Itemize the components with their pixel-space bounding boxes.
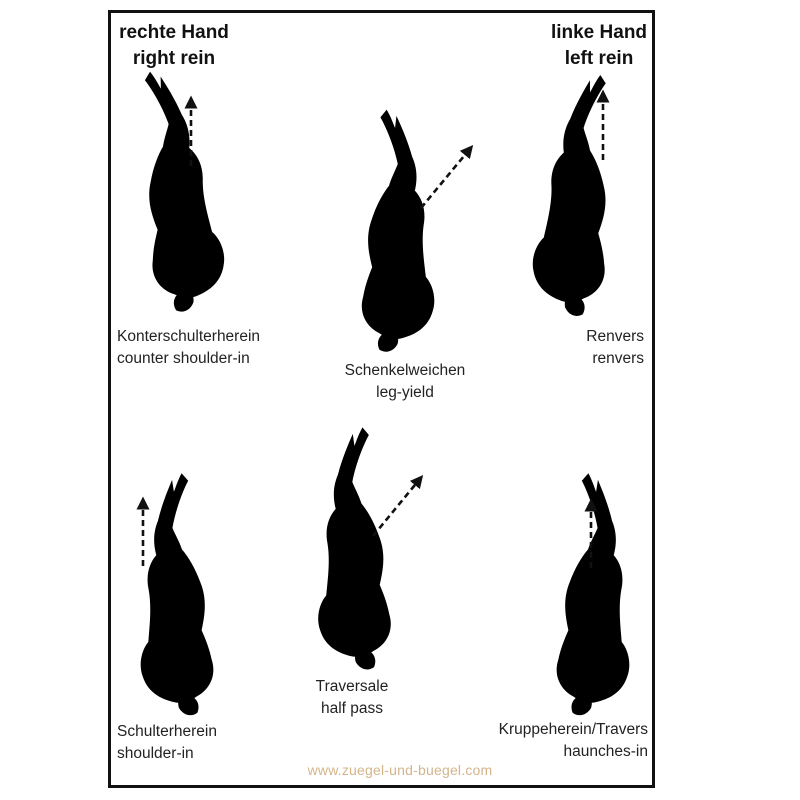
horse-haunches-in: [553, 471, 643, 719]
caption-haunches-in-en: haunches-in: [563, 743, 648, 760]
header-right-rein-en: right rein: [132, 48, 216, 69]
caption-leg-yield-de: Schenkelweichen: [344, 362, 466, 379]
caption-renvers: Renvers renvers: [524, 326, 644, 370]
header-left-rein: linke Hand left rein: [540, 20, 658, 72]
caption-counter-shoulder-in-de: Konterschulterherein: [117, 328, 261, 345]
arrow-leg-yield: [419, 144, 474, 209]
horse-renvers: [529, 71, 619, 318]
horse-counter-shoulder-in: [132, 65, 230, 315]
horse-half-pass: [308, 426, 394, 672]
caption-shoulder-in: Schulterherein shoulder-in: [117, 721, 217, 765]
caption-haunches-in: Kruppeherein/Travers haunches-in: [470, 719, 648, 763]
caption-counter-shoulder-in-en: counter shoulder-in: [117, 350, 250, 367]
watermark: www.zuegel-und-buegel.com: [307, 762, 493, 778]
header-left-rein-en: left rein: [564, 48, 634, 69]
horse-leg-yield: [360, 108, 441, 354]
caption-half-pass-en: half pass: [320, 700, 384, 717]
caption-leg-yield-en: leg-yield: [376, 384, 434, 401]
caption-half-pass: Traversale half pass: [292, 676, 412, 720]
diagram-frame: [108, 10, 655, 788]
caption-renvers-en: renvers: [592, 350, 644, 367]
caption-counter-shoulder-in: Konterschulterherein counter shoulder-in: [117, 326, 260, 370]
caption-renvers-de: Renvers: [586, 328, 644, 345]
caption-haunches-in-de: Kruppeherein/Travers: [498, 721, 648, 738]
horse-shoulder-in: [127, 471, 217, 719]
header-right-rein: rechte Hand right rein: [112, 20, 236, 72]
arrow-half-pass: [371, 474, 424, 537]
caption-shoulder-in-de: Schulterherein: [117, 723, 217, 740]
caption-leg-yield: Schenkelweichen leg-yield: [325, 360, 485, 404]
header-left-rein-de: linke Hand: [550, 22, 648, 43]
caption-shoulder-in-en: shoulder-in: [117, 745, 194, 762]
header-right-rein-de: rechte Hand: [119, 22, 229, 43]
caption-half-pass-de: Traversale: [315, 678, 389, 695]
